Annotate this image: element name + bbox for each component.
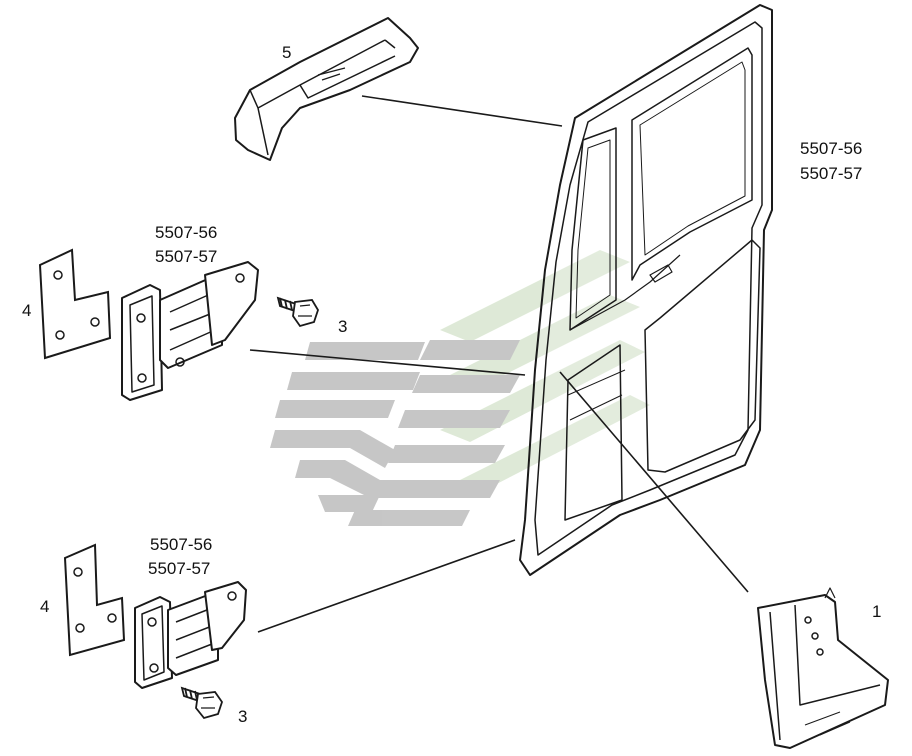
lower-bolt	[180, 686, 223, 720]
upper-hinge-code-2: 5507-57	[155, 247, 218, 266]
lower-hinge-code-2: 5507-57	[148, 559, 211, 578]
callout-lower-bolt: 3	[238, 707, 248, 726]
door-lower-front-panel	[564, 344, 623, 521]
door-outer-outline	[519, 4, 773, 576]
door-lock-detail	[649, 264, 673, 283]
lower-hinge-code-1: 5507-56	[150, 535, 213, 554]
door-code-2: 5507-57	[800, 164, 863, 183]
trim-top-part	[234, 17, 419, 161]
leader-lines	[249, 95, 749, 633]
pillar-trim-part	[757, 587, 889, 749]
door-window-sill	[569, 254, 681, 331]
callout-upper-bolt: 3	[338, 317, 348, 336]
lower-plate	[63, 543, 126, 657]
door-panel	[519, 4, 773, 576]
upper-plate	[38, 248, 112, 360]
door-window-front-inner	[575, 139, 611, 319]
lower-hinge	[134, 581, 247, 689]
leader-pillar-trim	[559, 371, 749, 593]
leader-trim-top	[361, 95, 563, 127]
door-window-main	[631, 47, 753, 281]
callout-lower-plate: 4	[40, 597, 50, 616]
callout-pillar-trim: 1	[872, 602, 882, 621]
upper-hinge	[121, 261, 259, 401]
door-window-main-inner	[639, 61, 746, 256]
callout-upper-plate: 4	[22, 301, 32, 320]
door-window-front	[569, 127, 617, 331]
leader-lower-hinge	[257, 539, 516, 633]
watermark-logo	[270, 250, 650, 526]
upper-hinge-code-1: 5507-56	[155, 223, 218, 242]
upper-bolt	[276, 296, 319, 328]
watermark-grey-bands	[270, 340, 520, 526]
door-code-1: 5507-56	[800, 139, 863, 158]
watermark-green-bands	[440, 250, 650, 490]
callout-trim-top: 5	[282, 43, 292, 62]
door-belt-line	[567, 369, 626, 421]
door-inner-outline	[534, 21, 763, 556]
leader-upper-hinge	[249, 349, 526, 376]
door-lower-panel	[644, 239, 761, 473]
